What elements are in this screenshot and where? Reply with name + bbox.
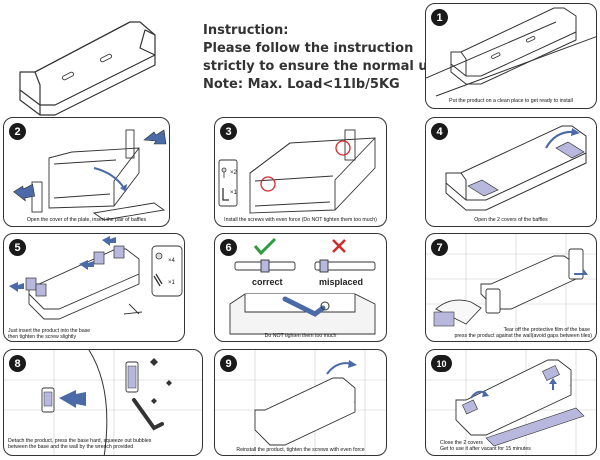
wrench-icon bbox=[282, 296, 326, 317]
cover-film-right bbox=[555, 141, 585, 159]
step-caption-line-1: Tear off the protective film of the base bbox=[503, 327, 590, 333]
step-number: 1 bbox=[431, 9, 448, 26]
step-1-panel: 1 Put the product on a clean place to ge… bbox=[425, 3, 597, 109]
step-caption-line-1: Detach the product, press the base hard,… bbox=[8, 438, 152, 444]
insert-into-base-illustration bbox=[9, 236, 183, 320]
step-number: 7 bbox=[431, 239, 448, 256]
wrench-quantity: ×1 bbox=[168, 280, 175, 286]
step-number: 6 bbox=[220, 239, 237, 256]
step-9-panel: 9 Reinstall the product, tighten the scr… bbox=[214, 349, 387, 456]
step-caption: Do NOT tighten them too much bbox=[264, 333, 337, 339]
press-arrow-icon bbox=[59, 390, 86, 408]
step-caption-line-1: Close the 2 covers bbox=[440, 440, 483, 446]
step-caption-line-1: Just insert the product into the base bbox=[8, 328, 91, 334]
step-number: 9 bbox=[220, 355, 237, 372]
wrench-icon bbox=[132, 398, 164, 431]
removed-film bbox=[485, 407, 585, 447]
step-number: 8 bbox=[9, 355, 26, 372]
screw-highlight-circle bbox=[260, 176, 276, 192]
step-number: 4 bbox=[431, 123, 448, 140]
step-4-panel: 4 Open the 2 covers of the baffles bbox=[425, 117, 597, 227]
step-number: 10 bbox=[431, 355, 452, 372]
step-caption-line-2: then tighten the screw slightly bbox=[8, 334, 77, 340]
step-8-panel: 8 Detach the product, press the base har… bbox=[3, 349, 203, 456]
close-covers-illustration bbox=[426, 350, 596, 455]
step-3-panel: 3 ×2 ×1 Install the screws with even for… bbox=[214, 117, 387, 227]
step-caption: Put the product on a clean place to get … bbox=[449, 98, 573, 104]
step-2-panel: 2 Open the cover of the plate, insert th… bbox=[3, 117, 170, 227]
instruction-line-1: Please follow the instruction bbox=[203, 41, 414, 56]
step-caption: Open the cover of the plate, insert the … bbox=[26, 217, 147, 223]
step-caption-line-2: press the product against the wall(avoid… bbox=[454, 333, 592, 339]
squeeze-bubbles-illustration bbox=[4, 350, 202, 455]
step-caption-line-2: between the base and the wall by the wre… bbox=[8, 444, 134, 450]
instruction-line-2: strictly to ensure the normal use. bbox=[203, 59, 450, 74]
nut-quantity: ×4 bbox=[168, 258, 175, 264]
misplaced-cross-icon bbox=[332, 239, 346, 253]
step-caption-line-2: Get to use it after vacant for 15 minute… bbox=[440, 446, 531, 452]
screw-placement-illustration bbox=[229, 237, 376, 335]
correct-label: correct bbox=[252, 277, 283, 287]
misplaced-label: misplaced bbox=[319, 277, 364, 287]
step-caption: Install the screws with even force (Do N… bbox=[224, 217, 377, 223]
shelf-on-table-illustration bbox=[426, 7, 596, 97]
instruction-text: Instruction: Please follow the instructi… bbox=[203, 22, 449, 94]
step-10-panel: 10 Close the 2 covers Get to use it afte… bbox=[425, 349, 597, 456]
step-caption: Reinstall the product, tighten the screw… bbox=[236, 447, 365, 453]
reinstall-product-illustration bbox=[215, 350, 386, 455]
open-covers-illustration bbox=[445, 125, 587, 211]
cover-film-left bbox=[467, 179, 499, 197]
step-5-panel: 5 ×4 ×1 Just insert the product into the… bbox=[3, 233, 185, 342]
hand-icon bbox=[435, 299, 482, 325]
step-7-panel: 7 Tear off the protective film of the ba… bbox=[425, 233, 597, 342]
step-number: 3 bbox=[220, 123, 237, 140]
max-load-note: Note: Max. Load<11lb/5KG bbox=[203, 77, 400, 92]
step-number: 5 bbox=[9, 239, 26, 256]
install-screws-illustration bbox=[218, 129, 376, 214]
wrench-quantity: ×1 bbox=[230, 190, 237, 196]
step-6-panel: 6 correct misplaced Do NOT tighten them … bbox=[214, 233, 387, 342]
correct-check-icon bbox=[253, 237, 277, 256]
instruction-heading: Instruction: bbox=[203, 23, 289, 38]
step-caption: Open the 2 covers of the baffles bbox=[474, 217, 548, 223]
step-number: 2 bbox=[9, 123, 26, 140]
press-against-wall-illustration bbox=[426, 234, 596, 341]
screw-quantity: ×2 bbox=[230, 170, 237, 176]
insert-baffles-illustration bbox=[13, 129, 167, 221]
